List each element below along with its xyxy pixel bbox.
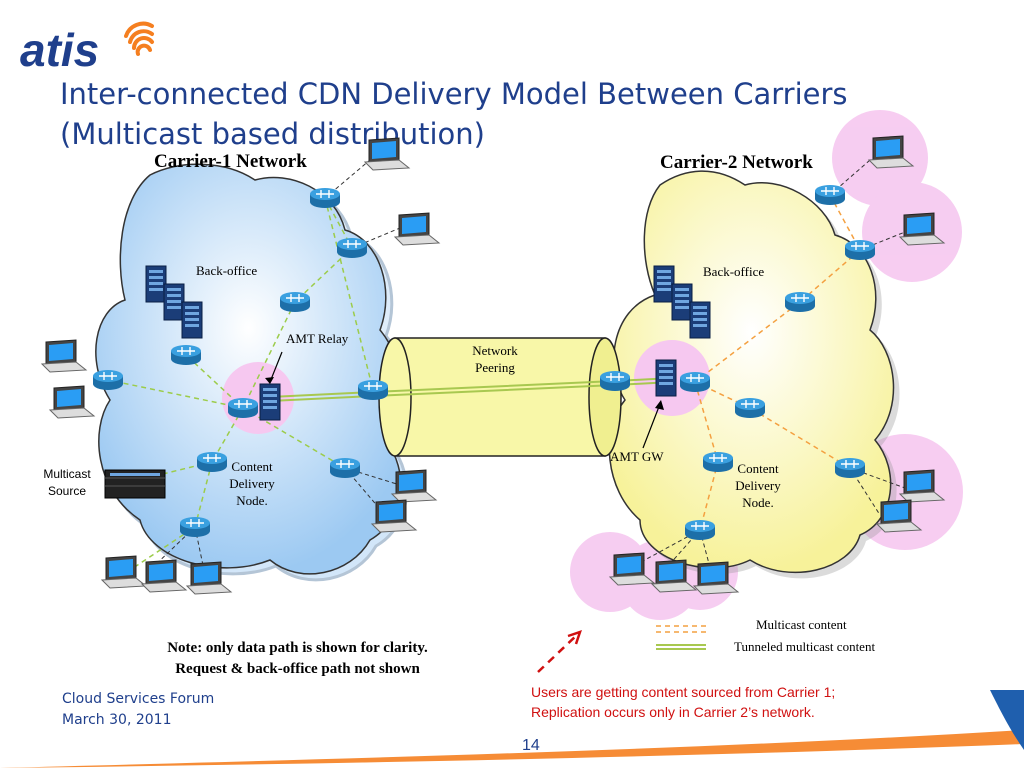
router — [329, 457, 361, 479]
carrier1-back-office-label: Back-office — [196, 263, 258, 278]
footer-date: March 30, 2011 — [62, 712, 172, 728]
router — [734, 397, 766, 419]
red-arrow — [537, 633, 579, 673]
network-peering-label: Network Peering — [472, 343, 518, 375]
legend-multicast-label: Multicast content — [756, 617, 847, 632]
router — [357, 379, 389, 401]
router — [170, 344, 202, 366]
clarity-note: Note: only data path is shown for clarit… — [120, 638, 475, 680]
laptop — [394, 212, 440, 246]
atis-logo: atis — [20, 21, 154, 74]
router — [684, 519, 716, 541]
back-office-server — [145, 265, 167, 303]
note-line-2: Request & back-office path not shown — [175, 661, 420, 677]
router — [784, 291, 816, 313]
carrier2-label: Carrier-2 Network — [660, 152, 813, 173]
carrier2-cdn-label: Content Delivery Node. — [735, 461, 781, 510]
legend-tunnel-label: Tunneled multicast content — [734, 639, 876, 654]
multicast-source-device — [104, 469, 166, 499]
laptop — [101, 555, 147, 589]
amt-relay-highlight — [222, 362, 294, 434]
footer: Cloud Services Forum March 30, 2011 — [62, 689, 214, 731]
back-office-server — [181, 301, 203, 339]
laptop — [391, 469, 437, 503]
amt-relay-label: AMT Relay — [286, 331, 349, 346]
laptop — [49, 385, 95, 419]
back-office-server — [653, 265, 675, 303]
carrier1-label: Carrier-1 Network — [154, 151, 307, 172]
router — [227, 397, 259, 419]
users-note-line-1: Users are getting content sourced from C… — [531, 684, 836, 700]
back-office-server — [689, 301, 711, 339]
footer-swoosh — [0, 690, 1024, 768]
carrier2-cloud — [608, 170, 900, 579]
back-office-server — [671, 283, 693, 321]
legend-tunnel-line — [656, 644, 706, 650]
page-number: 14 — [522, 737, 540, 754]
amt-gw-arrow — [642, 403, 661, 449]
amt-relay-server — [259, 383, 281, 421]
router — [92, 369, 124, 391]
router — [279, 291, 311, 313]
footer-forum: Cloud Services Forum — [62, 691, 215, 707]
amt-gw-server — [655, 359, 677, 397]
laptop — [41, 339, 87, 373]
legend-multicast-line — [656, 625, 706, 633]
users-note: Users are getting content sourced from C… — [531, 682, 835, 722]
router — [679, 371, 711, 393]
router — [179, 516, 211, 538]
router — [814, 184, 846, 206]
page-title: Inter-connected CDN Delivery Model Betwe… — [60, 77, 848, 151]
users-note-line-2: Replication occurs only in Carrier 2’s n… — [531, 704, 815, 720]
laptop — [141, 559, 187, 593]
carrier1-cdn-label: Content Delivery Node. — [229, 459, 275, 508]
tunnel-line — [269, 377, 673, 402]
router — [309, 187, 341, 209]
laptop — [364, 137, 410, 171]
laptop — [371, 499, 417, 533]
router — [599, 370, 631, 392]
router — [834, 457, 866, 479]
carrier2-back-office-label: Back-office — [703, 264, 765, 279]
multicast-source-label: Multicast Source — [43, 467, 91, 498]
amt-gw-label: AMT GW — [610, 449, 664, 464]
back-office-server — [163, 283, 185, 321]
logo-text: atis — [20, 24, 99, 74]
router — [336, 237, 368, 259]
router — [844, 239, 876, 261]
note-line-1: Note: only data path is shown for clarit… — [167, 640, 428, 656]
network-peering-tube — [378, 337, 622, 457]
amt-relay-arrow — [269, 351, 283, 383]
